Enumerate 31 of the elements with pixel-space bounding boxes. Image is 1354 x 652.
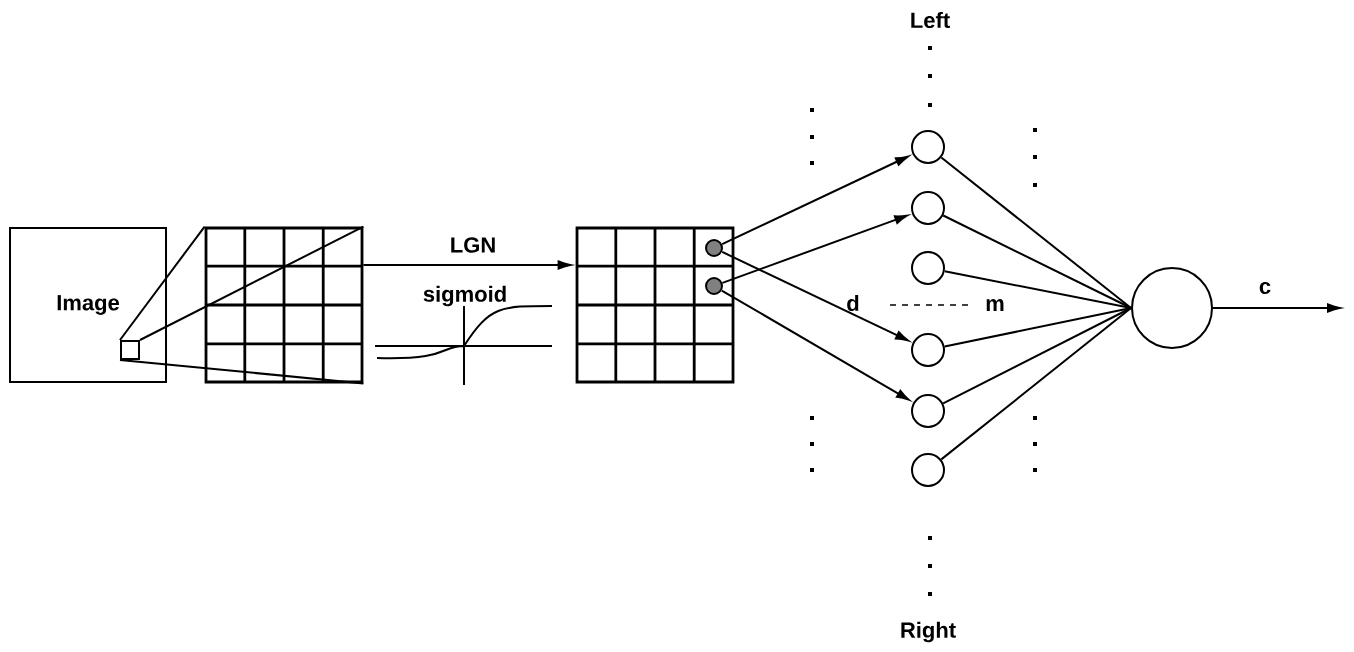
neuron-circle — [911, 130, 945, 164]
neuron-circle — [911, 191, 945, 225]
neuron-circle — [911, 453, 945, 487]
label: sigmoid — [423, 285, 506, 307]
patch-box — [120, 340, 140, 360]
unit-dot — [705, 277, 723, 295]
unit-dot — [705, 239, 723, 257]
label: Left — [911, 11, 950, 29]
zoom-line — [139, 225, 365, 341]
neuron-circle — [911, 333, 945, 367]
output-neuron — [1131, 267, 1213, 349]
connection-line — [942, 214, 1132, 309]
edge-label: c — [1256, 279, 1274, 296]
neuron-circle — [911, 394, 945, 428]
edge-label: LGN — [447, 235, 499, 255]
connection-line — [942, 307, 1132, 405]
grid — [575, 226, 735, 384]
label: d — [847, 294, 859, 312]
zoom-line — [119, 225, 206, 341]
label: Right — [901, 621, 956, 643]
grid — [204, 226, 364, 384]
connection-line — [940, 307, 1132, 461]
connection-line — [940, 156, 1132, 309]
arrow — [720, 289, 910, 401]
connection-line — [943, 307, 1132, 348]
neuron-circle — [911, 251, 945, 285]
image-box: Image — [9, 227, 167, 383]
arrow — [362, 260, 572, 270]
zoom-line — [119, 359, 365, 385]
connection-line — [943, 270, 1132, 309]
label: m — [986, 299, 1004, 311]
